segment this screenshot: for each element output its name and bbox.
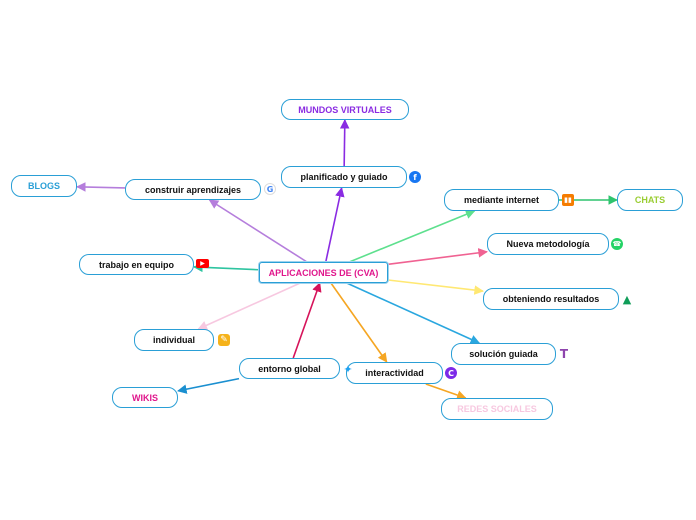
whatsapp-icon[interactable]: ☎	[611, 238, 623, 250]
connector-root-obteniendo	[387, 279, 484, 295]
topic-obteniendo-resultados[interactable]: obteniendo resultados	[483, 288, 619, 310]
topic-mundos-virtuales[interactable]: MUNDOS VIRTUALES	[281, 99, 409, 120]
twitter-icon[interactable]: ✦	[343, 362, 353, 376]
topic-blogs[interactable]: BLOGS	[11, 175, 77, 197]
connector-root-entorno	[292, 282, 322, 359]
connector-root-solucion	[346, 282, 481, 344]
connector-entorno-wikis	[177, 377, 240, 394]
connector-root-construir	[208, 199, 308, 263]
topic-interactividad[interactable]: interactividad	[346, 362, 443, 384]
topic-entorno-global[interactable]: entorno global	[239, 358, 340, 379]
google-drive-icon[interactable]: ▲	[622, 292, 632, 306]
topic-trabajo-en-equipo[interactable]: trabajo en equipo	[79, 254, 194, 275]
puzzle-icon[interactable]: ✎	[218, 334, 230, 346]
connector-root-mediante	[348, 209, 476, 263]
youtube-icon[interactable]: ▶	[196, 259, 209, 268]
topic-construir-aprendizajes[interactable]: construir aprendizajes	[125, 179, 261, 200]
facebook-icon[interactable]: f	[409, 171, 421, 183]
topic-redes-sociales[interactable]: REDES SOCIALES	[441, 398, 553, 420]
canva-icon[interactable]: C	[445, 367, 457, 379]
connector-root-planificado	[324, 187, 345, 263]
text-t-icon[interactable]: T	[559, 347, 569, 361]
topic-individual[interactable]: individual	[134, 329, 214, 351]
topic-nueva-metodologia[interactable]: Nueva metodología	[487, 233, 609, 255]
topic-chats[interactable]: CHATS	[617, 189, 683, 211]
google-icon[interactable]: G	[264, 183, 276, 195]
connector-construir-blogs	[76, 182, 126, 192]
connector-interactividad-redes	[425, 383, 467, 400]
topic-planificado-y-guiado[interactable]: planificado y guiado	[281, 166, 407, 188]
analytics-icon[interactable]: ▮▮	[562, 194, 574, 206]
connector-root-nueva	[387, 248, 488, 266]
connector-root-interactividad	[330, 282, 388, 363]
connector-root-individual	[197, 282, 301, 330]
topic-wikis[interactable]: WIKIS	[112, 387, 178, 408]
topic-solucion-guiada[interactable]: solución guiada	[451, 343, 556, 365]
root-topic-aplicaciones-cva[interactable]: APLICACIONES DE (CVA)	[259, 262, 388, 283]
topic-mediante-internet[interactable]: mediante internet	[444, 189, 559, 211]
connector-planificado-mundos_virtuales	[339, 119, 350, 167]
